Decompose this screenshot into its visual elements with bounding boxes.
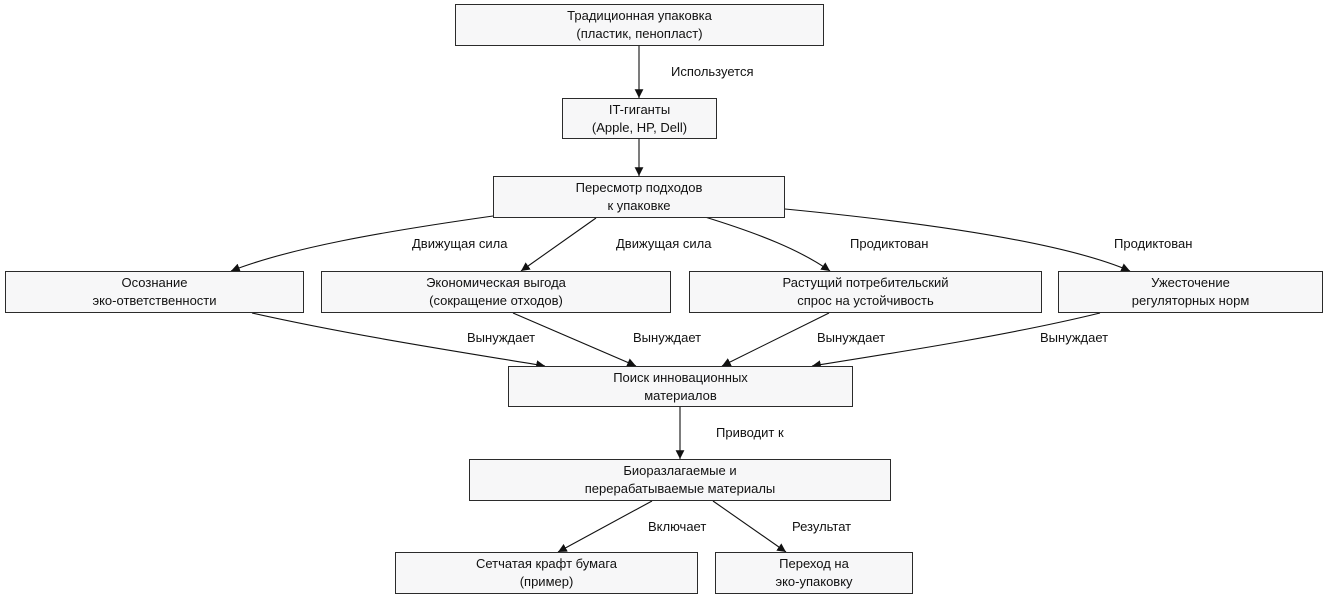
node-economic-line2: (сокращение отходов) (429, 293, 563, 308)
node-awareness-line1: Осознание (121, 275, 188, 290)
node-regulation: Ужесточение регуляторных норм (1058, 271, 1323, 313)
edge-label-forces-3: Вынуждает (817, 330, 886, 345)
node-search-line1: Поиск инновационных (613, 369, 748, 385)
node-material-search: Поиск инновационных материалов (508, 366, 853, 407)
node-review-line2: к упаковке (607, 198, 671, 213)
node-demand-line1: Растущий потребительский (782, 275, 949, 290)
edge-label-driving-force-1: Движущая сила (412, 236, 508, 251)
edge-awareness-to-search (251, 312, 546, 369)
node-packaging-review: Пересмотр подходов к упаковке (493, 176, 785, 218)
node-demand-line2: спрос на устойчивость (797, 293, 934, 308)
node-transition-line1: Переход на (779, 556, 849, 571)
node-awareness-line2: эко-ответственности (92, 293, 217, 308)
node-kraft-line1: Сетчатая крафт бумага (475, 556, 618, 571)
edge-review-to-awareness (230, 215, 494, 272)
node-traditional-line1: Традиционная упаковка (567, 8, 712, 23)
edge-label-uses: Используется (671, 64, 754, 79)
node-it-line2: (Apple, HP, Dell) (591, 119, 688, 135)
node-kraft-line2: (пример) (519, 574, 574, 589)
node-eco-transition: Переход на эко-упаковку (715, 552, 913, 594)
node-regulation-line1: Ужесточение (1151, 275, 1230, 290)
node-biodegradable-materials: Биоразлагаемые и перерабатываемые матери… (469, 459, 891, 501)
edge-label-leads-to: Приводит к (716, 425, 784, 440)
edge-label-dictated-2: Продиктован (1114, 236, 1193, 251)
edge-bio-to-transition (712, 500, 787, 553)
node-regulation-line2: регуляторных норм (1131, 293, 1250, 308)
node-it-line1: IT-гиганты (608, 101, 671, 117)
node-bio-line2: перерабатываемые материалы (584, 481, 776, 496)
node-traditional-packaging: Традиционная упаковка (пластик, пеноплас… (455, 4, 824, 46)
edge-review-to-economic (520, 217, 597, 272)
edge-bio-to-kraft (557, 500, 653, 553)
node-it-giants: IT-гиганты (Apple, HP, Dell) (562, 98, 717, 139)
edge-label-driving-force-2: Движущая сила (616, 236, 712, 251)
edge-label-forces-4: Вынуждает (1040, 330, 1109, 345)
node-traditional-line2: (пластик, пенопласт) (576, 26, 703, 41)
node-kraft-paper: Сетчатая крафт бумага (пример) (395, 552, 698, 594)
node-economic-benefit: Экономическая выгода (сокращение отходов… (321, 271, 671, 313)
edge-label-dictated-1: Продиктован (850, 236, 929, 251)
edge-demand-to-search (721, 312, 830, 367)
edge-label-forces-2: Вынуждает (633, 330, 702, 345)
edge-label-result: Результат (792, 519, 852, 534)
node-search-line2: материалов (644, 387, 717, 403)
edge-economic-to-search (512, 312, 637, 367)
node-review-line1: Пересмотр подходов (575, 180, 703, 195)
node-bio-line1: Биоразлагаемые и (623, 463, 737, 478)
edge-review-to-demand (704, 216, 831, 272)
edge-review-to-regulation (784, 208, 1131, 272)
edge-label-forces-1: Вынуждает (467, 330, 536, 345)
edge-label-includes: Включает (648, 519, 707, 534)
edge-regulation-to-search (811, 312, 1101, 369)
node-transition-line2: эко-упаковку (775, 574, 853, 589)
node-eco-awareness: Осознание эко-ответственности (5, 271, 304, 313)
node-consumer-demand: Растущий потребительский спрос на устойч… (689, 271, 1042, 313)
node-economic-line1: Экономическая выгода (426, 275, 566, 290)
